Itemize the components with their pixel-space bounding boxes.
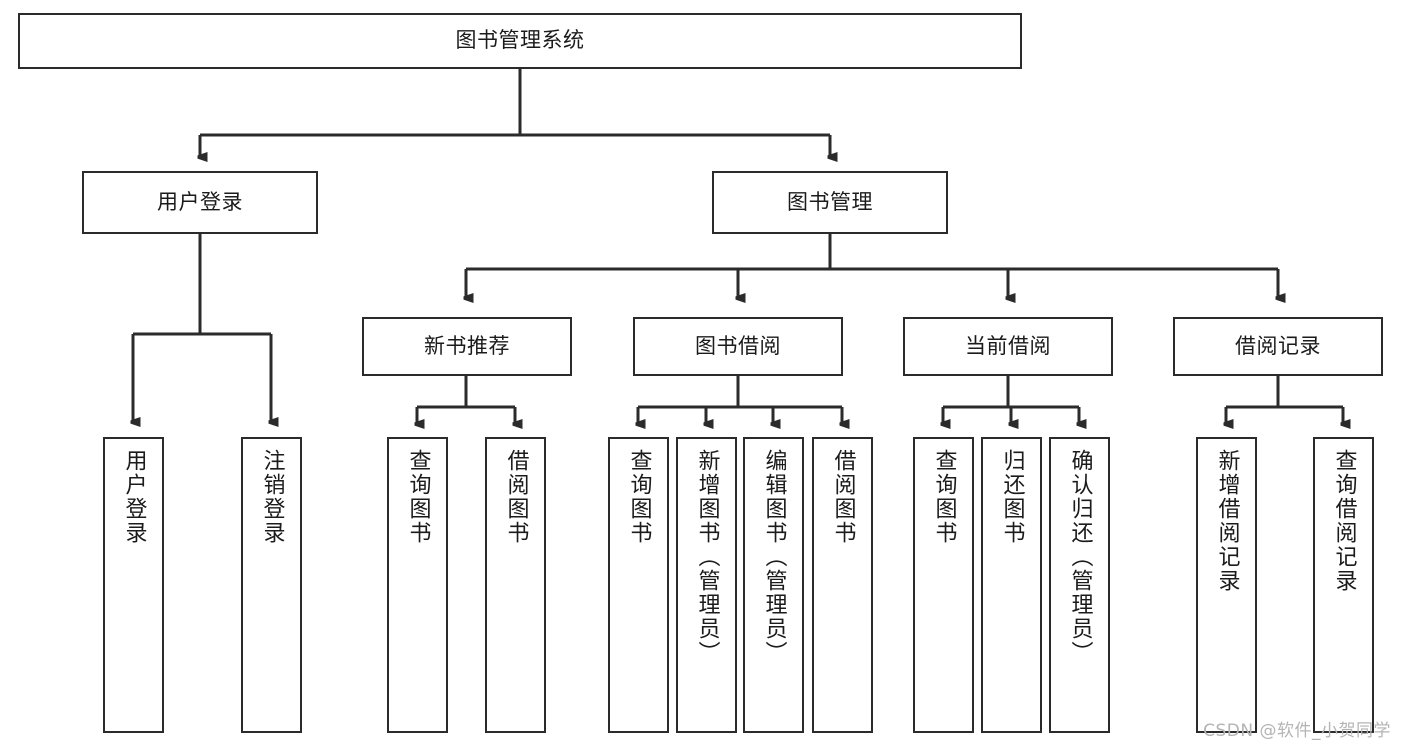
node-book-borrow-label: 图书借阅 (695, 333, 781, 358)
leaf-current-borrow-confirm-return[interactable]: 确认归还（管理员） (1049, 437, 1110, 733)
leaf-book-borrow-borrow[interactable]: 借阅图书 (812, 437, 873, 733)
node-root[interactable]: 图书管理系统 (18, 13, 1022, 69)
leaf-book-borrow-add[interactable]: 新增图书（管理员） (676, 437, 737, 733)
node-current-borrow-label: 当前借阅 (965, 333, 1051, 358)
node-new-book-recommend-label: 新书推荐 (424, 333, 510, 358)
leaf-borrow-record-add[interactable]: 新增借阅记录 (1196, 437, 1257, 733)
leaf-book-borrow-query[interactable]: 查询图书 (608, 437, 669, 733)
leaf-current-borrow-confirm-return-label: 确认归还（管理员） (1067, 449, 1093, 665)
leaf-borrow-record-query-label: 查询借阅记录 (1331, 449, 1357, 593)
leaf-book-borrow-edit[interactable]: 编辑图书（管理员） (743, 437, 804, 733)
leaf-borrow-record-query[interactable]: 查询借阅记录 (1313, 437, 1374, 733)
leaf-new-book-query[interactable]: 查询图书 (387, 437, 448, 733)
leaf-new-book-borrow[interactable]: 借阅图书 (485, 437, 546, 733)
node-new-book-recommend[interactable]: 新书推荐 (362, 317, 572, 376)
leaf-new-book-borrow-label: 借阅图书 (503, 449, 529, 545)
leaf-new-book-query-label: 查询图书 (405, 449, 431, 545)
node-current-borrow[interactable]: 当前借阅 (903, 317, 1113, 376)
leaf-user-login-login[interactable]: 用户登录 (103, 437, 164, 733)
leaf-user-login-login-label: 用户登录 (121, 449, 147, 545)
leaf-user-login-logout[interactable]: 注销登录 (241, 437, 302, 733)
leaf-book-borrow-borrow-label: 借阅图书 (830, 449, 856, 545)
leaf-user-login-logout-label: 注销登录 (259, 449, 285, 545)
leaf-current-borrow-query-label: 查询图书 (931, 449, 957, 545)
node-book-management-label: 图书管理 (787, 189, 873, 214)
leaf-current-borrow-query[interactable]: 查询图书 (913, 437, 974, 733)
node-borrow-record[interactable]: 借阅记录 (1173, 317, 1383, 376)
watermark: CSDN @软件_小贺同学 (1203, 721, 1391, 741)
node-borrow-record-label: 借阅记录 (1235, 333, 1321, 358)
node-user-login-label: 用户登录 (157, 189, 243, 214)
leaf-current-borrow-return[interactable]: 归还图书 (981, 437, 1042, 733)
leaf-borrow-record-add-label: 新增借阅记录 (1214, 449, 1240, 593)
leaf-current-borrow-return-label: 归还图书 (999, 449, 1025, 545)
leaf-book-borrow-add-label: 新增图书（管理员） (694, 449, 720, 665)
leaf-book-borrow-query-label: 查询图书 (626, 449, 652, 545)
node-book-borrow[interactable]: 图书借阅 (633, 317, 843, 376)
node-book-management[interactable]: 图书管理 (712, 171, 948, 234)
node-user-login[interactable]: 用户登录 (82, 171, 318, 234)
leaf-book-borrow-edit-label: 编辑图书（管理员） (761, 449, 787, 665)
node-root-label: 图书管理系统 (455, 28, 585, 53)
